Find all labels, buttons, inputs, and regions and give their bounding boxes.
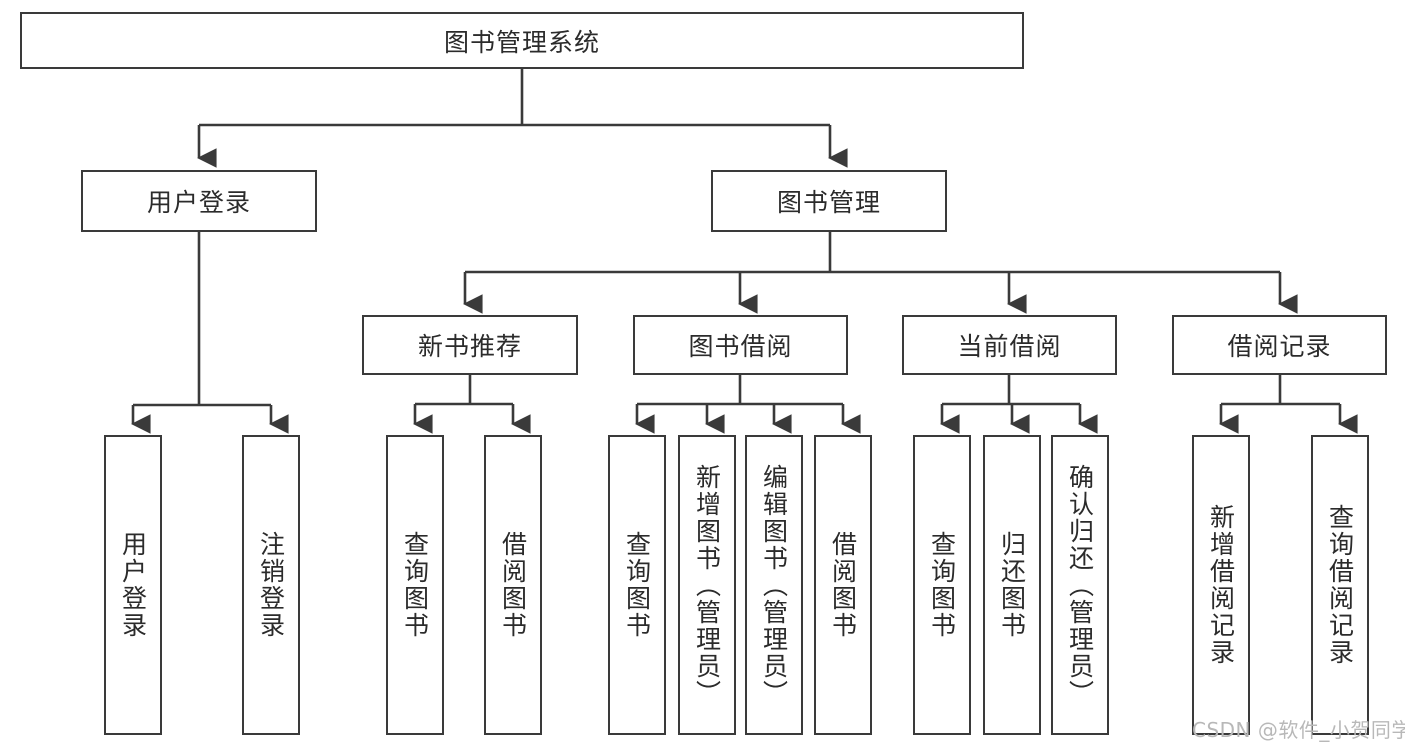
node-label: 用户登录 <box>118 531 148 639</box>
node-borrow-record[interactable]: 借阅记录 <box>1172 315 1387 375</box>
leaf-borrow-borrow-books[interactable]: 借阅图书 <box>814 435 872 735</box>
node-label: 新增图书（管理员） <box>692 463 722 707</box>
node-label: 编辑图书（管理员） <box>759 463 789 707</box>
leaf-recommend-query-books[interactable]: 查询图书 <box>386 435 444 735</box>
node-label: 图书管理 <box>776 188 881 217</box>
node-label: 查询借阅记录 <box>1325 504 1355 666</box>
node-label: 当前借阅 <box>957 332 1062 361</box>
leaf-current-confirm-return-admin[interactable]: 确认归还（管理员） <box>1051 435 1109 735</box>
watermark-csdn: CSDN @软件_小贺同学 <box>1192 718 1405 742</box>
node-book-management[interactable]: 图书管理 <box>711 170 947 232</box>
node-book-borrow[interactable]: 图书借阅 <box>633 315 848 375</box>
leaf-logout[interactable]: 注销登录 <box>242 435 300 735</box>
node-label: 查询图书 <box>622 531 652 639</box>
node-label: 查询图书 <box>400 531 430 639</box>
node-label: 注销登录 <box>256 531 286 639</box>
node-label: 新增借阅记录 <box>1206 504 1236 666</box>
node-label: 借阅记录 <box>1227 332 1332 361</box>
node-label: 图书借阅 <box>688 332 793 361</box>
node-label: 确认归还（管理员） <box>1065 463 1095 707</box>
node-label: 借阅图书 <box>828 531 858 639</box>
node-label: 归还图书 <box>997 531 1027 639</box>
leaf-recommend-borrow-books[interactable]: 借阅图书 <box>484 435 542 735</box>
leaf-borrow-edit-book-admin[interactable]: 编辑图书（管理员） <box>745 435 803 735</box>
node-user-login[interactable]: 用户登录 <box>81 170 317 232</box>
node-label: 查询图书 <box>927 531 957 639</box>
node-label: 新书推荐 <box>417 332 522 361</box>
node-label: 借阅图书 <box>498 531 528 639</box>
leaf-borrow-query-books[interactable]: 查询图书 <box>608 435 666 735</box>
leaf-current-query-books[interactable]: 查询图书 <box>913 435 971 735</box>
leaf-current-return-books[interactable]: 归还图书 <box>983 435 1041 735</box>
node-label: 图书管理系统 <box>443 27 600 57</box>
node-label: 用户登录 <box>146 188 251 217</box>
node-new-book-recommend[interactable]: 新书推荐 <box>362 315 578 375</box>
node-current-borrow[interactable]: 当前借阅 <box>902 315 1117 375</box>
node-root-book-management-system[interactable]: 图书管理系统 <box>20 12 1024 69</box>
leaf-borrow-add-book-admin[interactable]: 新增图书（管理员） <box>678 435 736 735</box>
leaf-record-query-borrow-record[interactable]: 查询借阅记录 <box>1311 435 1369 735</box>
leaf-record-add-borrow-record[interactable]: 新增借阅记录 <box>1192 435 1250 735</box>
leaf-user-login[interactable]: 用户登录 <box>104 435 162 735</box>
